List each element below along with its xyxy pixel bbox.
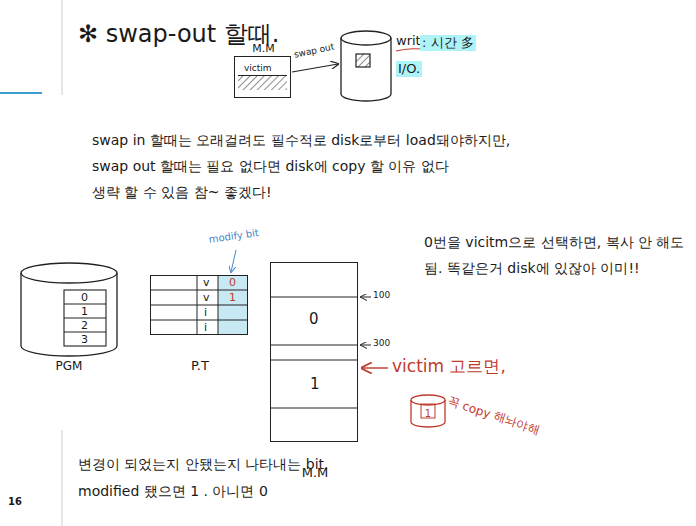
note-text: swap out bbox=[293, 41, 335, 60]
note-text: 2 bbox=[81, 319, 88, 332]
note-text: 16 bbox=[8, 496, 22, 508]
note-text: ✻ swap-out 할때. bbox=[78, 20, 279, 49]
note-text: modify bit bbox=[208, 227, 260, 246]
note-text: 0 bbox=[229, 276, 236, 289]
memory-box: M.Mvictim bbox=[234, 56, 291, 98]
note-text: victim 고르면, bbox=[392, 356, 506, 376]
note-text: 변경이 되었는지 안됐는지 나타내는 bit. bbox=[78, 456, 329, 473]
node-label: PGM bbox=[56, 359, 83, 373]
note-text: 3 bbox=[81, 333, 88, 346]
victim-frame: victim bbox=[238, 61, 287, 76]
note-text: 100 bbox=[373, 290, 390, 301]
note-text: : 시간 多 bbox=[420, 35, 476, 51]
note-text: modified 됐으면 1 . 아니면 0 bbox=[78, 483, 268, 500]
small-disk: 1 bbox=[410, 394, 446, 428]
note-text: 0번을 vicitm으로 선택하면, 복사 안 해도 됨. 똑같은거 disk에… bbox=[424, 229, 686, 281]
node-label: 1 bbox=[425, 408, 431, 420]
note-text: 1 bbox=[310, 375, 320, 393]
note-text: 생략 할 수 있음 참~ 좋겠다! bbox=[92, 184, 272, 201]
note-text: 1 bbox=[229, 291, 236, 304]
note-text: 꼭 copy 해놔야해 bbox=[446, 394, 542, 437]
note-text: i bbox=[204, 321, 207, 334]
note-text: swap out 할때는 필요 없다면 disk에 copy 할 이유 없다 bbox=[92, 158, 449, 175]
node-label: P.T bbox=[191, 358, 209, 374]
cylinder-outline bbox=[20, 262, 118, 357]
note-text: v bbox=[203, 276, 210, 289]
note-text: 0 bbox=[81, 291, 88, 304]
note-text: swap in 할때는 오래걸려도 필수적로 disk로부터 load돼야하지만… bbox=[92, 132, 510, 149]
memory-box: M.M bbox=[270, 262, 358, 442]
note-text: i bbox=[204, 306, 207, 319]
note-text: 1 bbox=[81, 305, 88, 318]
note-text: 0 bbox=[309, 310, 319, 328]
node-label: victim bbox=[244, 63, 272, 74]
note-text: v bbox=[203, 291, 210, 304]
note-text: I/O. bbox=[396, 61, 422, 77]
note-text: 300 bbox=[373, 338, 390, 349]
disk-cylinder: PGM bbox=[20, 262, 118, 357]
